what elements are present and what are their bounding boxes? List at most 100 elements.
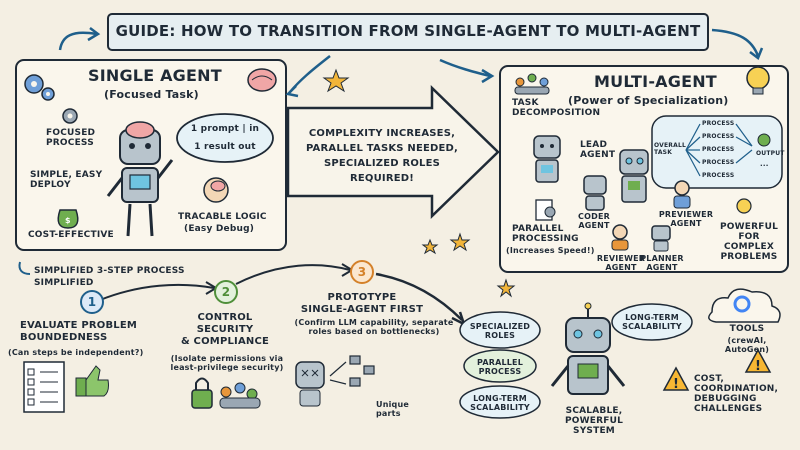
feature-traceable: TRACABLE LOGIC — [178, 212, 267, 222]
single-agent-title: SINGLE AGENT — [88, 66, 222, 85]
step3-number: 3 — [357, 265, 367, 279]
speech-bubble — [176, 113, 274, 163]
step2-number: 2 — [221, 285, 231, 299]
task-decomposition-label: TASK DECOMPOSITION — [512, 98, 601, 118]
challenges-line4: CHALLENGES — [694, 404, 763, 414]
reviewer-agent-person — [611, 224, 629, 251]
specialized-roles-bubble — [459, 311, 541, 349]
svg-text:!: ! — [755, 359, 761, 374]
single-agent-robot — [106, 121, 174, 237]
small-lightbulb-icon — [736, 198, 752, 214]
mid-arrow-right — [439, 58, 491, 78]
money-bag-icon — [57, 209, 79, 229]
process-title-line2: SIMPLIFIED — [34, 278, 94, 288]
coder-agent-robot — [583, 175, 607, 211]
flow-process-3: PROCESS — [702, 146, 735, 153]
step1-sub: (Can steps be independent?) — [8, 348, 144, 357]
step1-arrow — [99, 283, 215, 301]
star-icon — [421, 238, 439, 255]
people-icon — [219, 382, 261, 409]
previewer-agent-person — [673, 180, 691, 209]
reviewer-agent-label: REVIEWER AGENT — [596, 254, 646, 272]
flow-process-2: PROCESS — [702, 133, 735, 140]
google-cloud-icon — [733, 295, 751, 313]
process-title-line1: SIMPLIFIED 3-STEP PROCESS — [34, 266, 185, 276]
team-icon — [514, 73, 550, 95]
star-icon — [496, 278, 516, 298]
brain-icon — [247, 68, 277, 92]
arrow-line-3: SPECIALIZED ROLES REQUIRED! — [323, 158, 441, 184]
main-agent-robot — [619, 149, 649, 203]
long-term-top-label: LONG-TERM SCALABILITY — [622, 313, 682, 331]
parallel-processing-label: PARALLEL PROCESSING — [512, 224, 579, 244]
long-term-bottom-bubble — [459, 385, 541, 419]
parallel-process-label: PARALLEL PROCESS — [476, 358, 524, 376]
scalable-system-label: SCALABLE, POWERFUL SYSTEM — [564, 406, 624, 436]
step3-title: PROTOTYPE SINGLE-AGENT FIRST — [292, 292, 432, 316]
challenges-line2: COORDINATION, — [694, 384, 779, 394]
svg-text:!: ! — [673, 377, 679, 392]
bubble-line-1: 1 prompt | in — [190, 124, 260, 134]
feature-focused: FOCUSED PROCESS — [46, 128, 96, 148]
planner-agent-label: PLANNER AGENT — [640, 254, 684, 272]
challenges-line1: COST, — [694, 374, 725, 384]
flow-dots: ... — [760, 160, 769, 168]
step3-title-line1: PROTOTYPE — [327, 292, 397, 303]
lock-icon — [191, 377, 213, 409]
step1-number: 1 — [87, 295, 97, 309]
flow-overall-task: OVERALL TASK — [654, 142, 686, 156]
step2-title-line1: CONTROL — [197, 312, 253, 323]
step1-circle — [80, 290, 104, 314]
checklist-icon — [23, 361, 65, 413]
lead-agent-label: LEAD AGENT — [580, 140, 616, 160]
star-icon — [322, 68, 350, 93]
specialized-roles-label: SPECIALIZED ROLES — [469, 322, 531, 340]
step1-icon-row: EVALUATE PROBLEM BOUNDEDNESS — [20, 320, 170, 344]
feature-cost: COST-EFFECTIVE — [28, 230, 114, 240]
tools-title: TOOLS — [729, 324, 765, 334]
parallel-process-bubble — [463, 349, 537, 383]
output-gear-icon — [757, 133, 771, 147]
long-term-top-bubble — [611, 303, 693, 341]
warning-icon — [744, 348, 772, 373]
top-left-arrow — [58, 31, 97, 51]
warning-icon — [662, 366, 690, 391]
challenges-line3: DEBUGGING — [694, 394, 757, 404]
bubble-line-2: 1 result out — [194, 142, 256, 152]
top-right-arrow — [711, 28, 760, 57]
feature-simple: SIMPLE, EASY DEPLOY — [30, 170, 103, 190]
lead-agent-robot — [533, 135, 561, 183]
flow-output: OUTPUT — [756, 150, 785, 157]
multi-agent-title: MULTI-AGENT — [594, 72, 717, 91]
transition-arrow — [286, 85, 500, 219]
header-box — [107, 13, 709, 51]
previewer-agent-label: PREVIEWER AGENT — [658, 210, 714, 228]
step2-title-line2: SECURITY — [196, 324, 254, 335]
feature-traceable-sub: (Easy Debug) — [184, 224, 255, 234]
planner-agent-robot — [651, 225, 671, 252]
tools-cloud — [708, 288, 781, 323]
step2-title: CONTROL SECURITY & COMPLIANCE — [180, 312, 270, 348]
step2-arrow — [235, 264, 351, 285]
unique-parts-icons — [329, 355, 375, 387]
flow-process-4: PROCESS — [702, 159, 735, 166]
coder-agent-label: CODER AGENT — [578, 212, 610, 230]
step2-sub: (Isolate permissions via least-privilege… — [170, 354, 284, 372]
star-icon — [449, 232, 471, 252]
arrow-line-2: PARALLEL TASKS NEEDED, — [305, 143, 459, 154]
arrow-text: COMPLEXITY INCREASES, PARALLEL TASKS NEE… — [292, 126, 472, 186]
parallel-doc-icon — [535, 199, 556, 221]
process-start-arrow — [18, 261, 31, 275]
flow-process-1: PROCESS — [702, 120, 735, 127]
unique-parts-label: Unique parts — [376, 400, 409, 418]
step3-circle — [350, 260, 374, 284]
thumbs-up-icon — [75, 365, 109, 397]
step2-title-line3: & COMPLIANCE — [180, 336, 270, 347]
tools-sub: (crewAI, AutoGen) — [724, 336, 770, 354]
powerful-label: POWERFUL FOR COMPLEX PROBLEMS — [719, 222, 779, 262]
step3-arrow — [375, 272, 463, 321]
step2-circle — [214, 280, 238, 304]
lightbulb-icon — [746, 66, 770, 95]
svg-text:$: $ — [65, 216, 71, 225]
